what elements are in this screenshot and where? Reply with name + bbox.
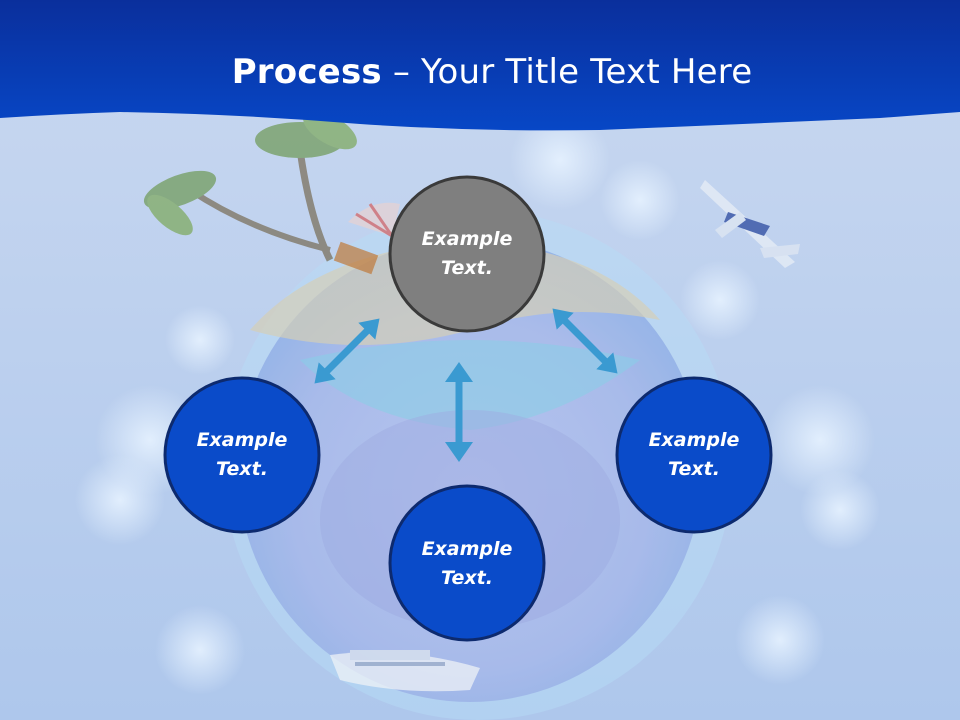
node-top-line2: Text. — [441, 257, 493, 279]
node-text-left: Example Text. — [167, 426, 317, 484]
node-circle-top — [388, 175, 546, 333]
node-circle-bottom — [388, 484, 546, 642]
arrow-top-left — [314, 318, 380, 384]
node-right-line2: Text. — [668, 458, 720, 480]
node-circle-left — [163, 376, 321, 534]
node-top-line1: Example — [421, 228, 513, 250]
arrow-vertical — [445, 362, 473, 462]
globe-decoration — [223, 210, 733, 720]
node-circle-right — [615, 376, 773, 534]
node-text-right: Example Text. — [619, 426, 769, 484]
airplane-decoration — [700, 180, 800, 268]
slide-title: Process – Your Title Text Here — [0, 52, 960, 92]
connector-arrows — [314, 308, 618, 462]
node-bottom-line1: Example — [421, 538, 513, 560]
node-left-line1: Example — [196, 429, 288, 451]
node-text-bottom: Example Text. — [392, 535, 542, 593]
node-bottom-line2: Text. — [441, 567, 493, 589]
title-rest: – Your Title Text Here — [381, 52, 753, 92]
node-right-line1: Example — [648, 429, 740, 451]
arrow-top-right — [552, 308, 618, 374]
palm-tree-decoration — [143, 110, 357, 262]
title-banner — [0, 0, 960, 131]
node-left-line2: Text. — [216, 458, 268, 480]
title-bold: Process — [231, 52, 382, 92]
node-text-top: Example Text. — [392, 225, 542, 283]
ship-decoration — [330, 650, 480, 692]
umbrella-decoration — [333, 202, 400, 275]
